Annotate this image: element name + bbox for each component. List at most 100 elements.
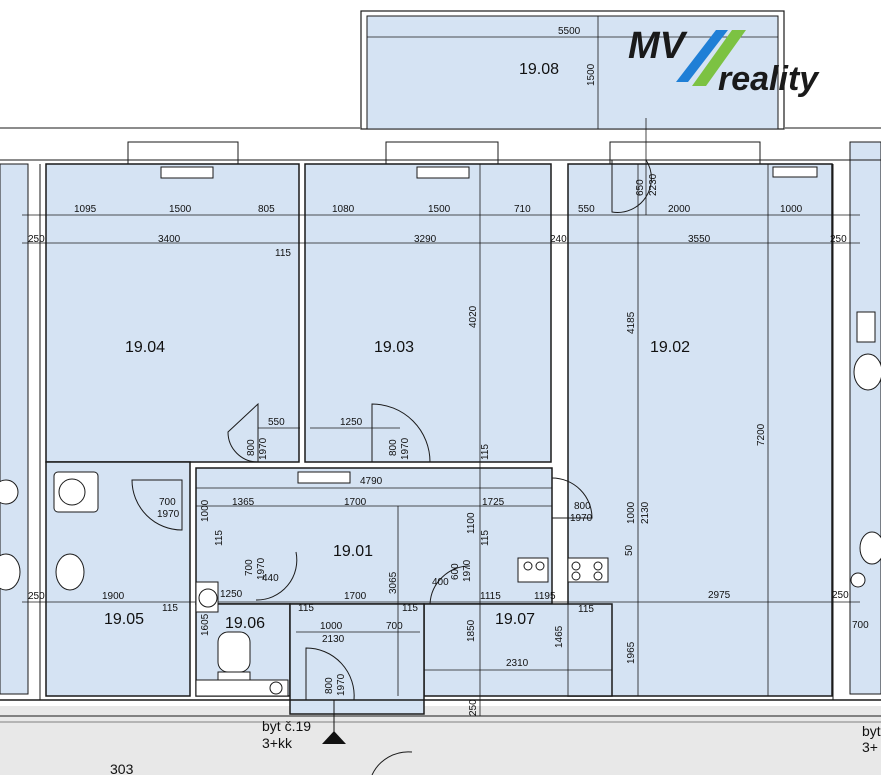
dim-label: 1700 bbox=[344, 497, 367, 508]
dim-label: 115 bbox=[214, 530, 225, 546]
dim-label: 600 bbox=[450, 563, 461, 580]
dim-label: 115 bbox=[578, 604, 594, 615]
dim-label: 1965 bbox=[626, 641, 637, 664]
dim-label: 805 bbox=[258, 204, 275, 215]
unit-layout: 3+kk bbox=[262, 735, 293, 751]
room-label-19-01: 19.01 bbox=[333, 543, 373, 560]
dim-label: 1080 bbox=[332, 204, 355, 215]
sill bbox=[772, 166, 818, 178]
dim-label: 4790 bbox=[360, 476, 383, 487]
dim-label: 1095 bbox=[74, 204, 97, 215]
dim-label: 1725 bbox=[482, 497, 505, 508]
dim-label: 710 bbox=[514, 204, 531, 215]
dim-label: 115 bbox=[298, 603, 314, 614]
dim-label: 3065 bbox=[388, 571, 399, 594]
fixtures bbox=[0, 311, 881, 697]
dim-label: 1900 bbox=[102, 591, 125, 602]
logo-mv: MV bbox=[628, 25, 688, 67]
right-unit-layout: 3+ bbox=[862, 739, 878, 755]
dim-label: 3290 bbox=[414, 234, 437, 245]
dimension-labels: 5500 1095 1500 805 1080 1500 710 550 200… bbox=[28, 26, 869, 669]
dim-label: 700 bbox=[244, 559, 255, 576]
dim-label: 1500 bbox=[586, 63, 597, 86]
dim-label: 1000 bbox=[780, 204, 803, 215]
dim-label: 1465 bbox=[554, 625, 565, 648]
dim-label: 250 bbox=[832, 590, 849, 601]
dim-label: 800 bbox=[574, 501, 591, 512]
window bbox=[609, 141, 761, 165]
dim-label: 1970 bbox=[336, 673, 347, 696]
dim-label: 1500 bbox=[169, 204, 192, 215]
dim-label: 115 bbox=[480, 444, 491, 460]
dim-label: 700 bbox=[386, 621, 403, 632]
dim-label: 1970 bbox=[400, 437, 411, 460]
dim-label: 400 bbox=[432, 577, 449, 588]
dim-label: 115 bbox=[162, 603, 178, 614]
logo: MV reality bbox=[628, 25, 820, 98]
neighbor-right bbox=[849, 141, 881, 695]
corridor bbox=[0, 706, 881, 775]
dim-label: 2130 bbox=[640, 501, 651, 524]
logo-stripe-blue bbox=[676, 30, 728, 82]
room-label-19-05: 19.05 bbox=[104, 611, 144, 628]
dim-label: 4185 bbox=[626, 311, 637, 334]
dim-label: 1605 bbox=[200, 613, 211, 636]
dim-label: 550 bbox=[578, 204, 595, 215]
dim-label: 1850 bbox=[466, 619, 477, 642]
dim-label: 2310 bbox=[506, 658, 529, 669]
window bbox=[385, 141, 499, 165]
dim-label: 1970 bbox=[570, 513, 593, 524]
room-label-19-02: 19.02 bbox=[650, 339, 690, 356]
dim-label: 1115 bbox=[480, 591, 501, 602]
dim-label: 115 bbox=[275, 248, 291, 259]
vertical-dimension-labels: 1500 650 2230 4020 4185 7200 800 1970 80… bbox=[200, 63, 767, 716]
dim-label: 1365 bbox=[232, 497, 255, 508]
dim-label: 650 bbox=[635, 179, 646, 196]
dim-label: 5500 bbox=[558, 26, 581, 37]
room-label-19-06: 19.06 bbox=[225, 615, 265, 632]
dim-label: 2130 bbox=[322, 634, 345, 645]
dim-label: 3400 bbox=[158, 234, 181, 245]
dim-label: 250 bbox=[28, 234, 45, 245]
door-swings bbox=[131, 159, 652, 775]
dim-label: 1700 bbox=[344, 591, 367, 602]
window bbox=[127, 141, 239, 165]
sill bbox=[297, 471, 351, 484]
dim-label: 1970 bbox=[462, 559, 473, 582]
dim-label: 550 bbox=[268, 417, 285, 428]
dim-label: 800 bbox=[388, 439, 399, 456]
dim-label: 1970 bbox=[256, 557, 267, 580]
dim-label: 1000 bbox=[200, 499, 211, 522]
dim-label: 1000 bbox=[320, 621, 343, 632]
dim-label: 50 bbox=[624, 544, 635, 556]
dim-label: 800 bbox=[324, 677, 335, 694]
right-unit-number: byt bbox=[862, 723, 881, 739]
dim-label: 2975 bbox=[708, 590, 731, 601]
dim-label: 4020 bbox=[468, 305, 479, 328]
neighbor-left bbox=[0, 163, 29, 695]
room-label-19-04: 19.04 bbox=[125, 339, 165, 356]
room-19-07 bbox=[423, 603, 613, 697]
logo-reality: reality bbox=[718, 60, 820, 98]
dim-label: 2230 bbox=[648, 173, 659, 196]
dimension-lines bbox=[22, 16, 860, 716]
sill bbox=[160, 166, 214, 179]
entry-hall bbox=[289, 603, 425, 715]
dim-label: 7200 bbox=[756, 423, 767, 446]
room-19-01 bbox=[195, 467, 553, 605]
dim-label: 1500 bbox=[428, 204, 451, 215]
dim-label: 250 bbox=[830, 234, 847, 245]
room-label-19-07: 19.07 bbox=[495, 611, 535, 628]
dim-label: 240 bbox=[550, 234, 567, 245]
dim-label: 700 bbox=[852, 620, 869, 631]
dim-label: 1970 bbox=[157, 509, 180, 520]
dim-label: 1250 bbox=[340, 417, 363, 428]
room-label-19-08: 19.08 bbox=[519, 61, 559, 78]
neighbor-number: 303 bbox=[110, 761, 134, 775]
dim-label: 440 bbox=[262, 573, 279, 584]
dim-label: 2000 bbox=[668, 204, 691, 215]
room-19-04 bbox=[45, 163, 300, 463]
dim-label: 250 bbox=[468, 699, 479, 716]
dim-label: 700 bbox=[159, 497, 176, 508]
